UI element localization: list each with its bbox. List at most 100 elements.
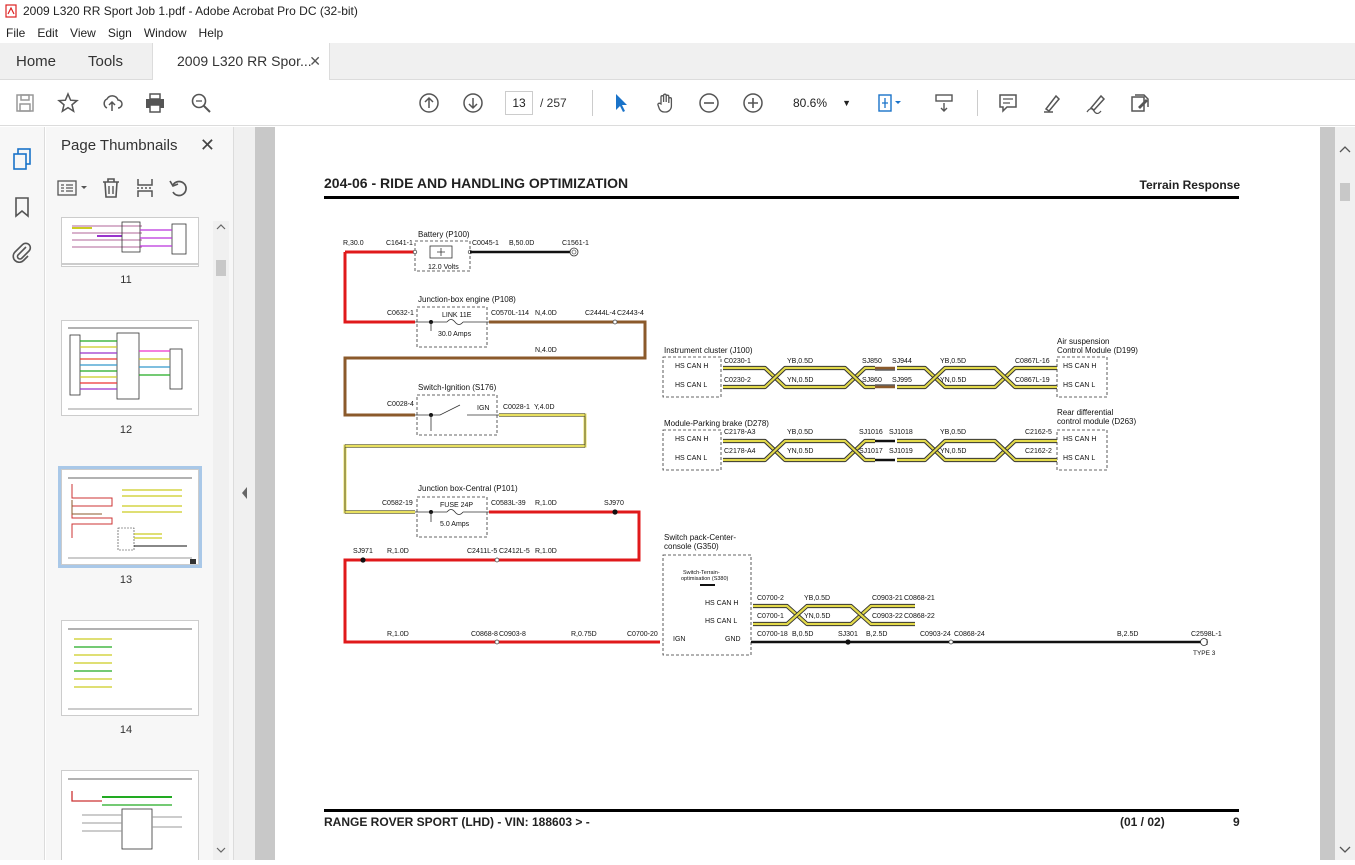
parking-brake-label: Module-Parking brake (D278) bbox=[664, 419, 769, 428]
splice-label: SJ1017 bbox=[859, 448, 883, 455]
splice-label: SJ301 bbox=[838, 631, 858, 638]
splice-label: SJ995 bbox=[892, 377, 912, 384]
can-high-label: HS CAN H bbox=[705, 600, 738, 607]
page-thumbnails-icon[interactable] bbox=[10, 147, 34, 171]
switch-pack-label-2: console (G350) bbox=[664, 542, 719, 551]
trash-icon[interactable] bbox=[94, 176, 128, 200]
menu-edit[interactable]: Edit bbox=[37, 25, 59, 40]
wire-label: R,1.0D bbox=[535, 500, 557, 507]
document-scrollbar[interactable] bbox=[1335, 127, 1355, 860]
connector-label: C0045-1 bbox=[472, 240, 499, 247]
menu-file[interactable]: File bbox=[6, 25, 26, 40]
connector-label: C2411L-5 bbox=[467, 548, 497, 555]
thumbnail-page-14[interactable] bbox=[61, 620, 199, 716]
jbe-fuse: LINK 11E bbox=[442, 312, 472, 319]
thumbnail-page-15[interactable] bbox=[61, 770, 199, 860]
can-low-label: HS CAN L bbox=[1063, 382, 1095, 389]
rear-diff-label-2: control module (D263) bbox=[1057, 417, 1136, 426]
connector-label: C0903-8 bbox=[499, 631, 526, 638]
thumbnail-scrollbar[interactable] bbox=[213, 221, 229, 860]
jbe-amps: 30.0 Amps bbox=[438, 331, 472, 338]
zoom-select[interactable]: 80.6% ▼ bbox=[785, 91, 857, 115]
connector-label: C0700-18 bbox=[757, 631, 788, 638]
comment-icon[interactable] bbox=[995, 90, 1021, 116]
connector-label: C2162-5 bbox=[1025, 429, 1052, 436]
connector-label: C0700-1 bbox=[757, 613, 784, 620]
connector-label: C2178-A3 bbox=[724, 429, 756, 436]
close-icon[interactable]: ✕ bbox=[309, 53, 321, 69]
connector-label: C0583L-39 bbox=[491, 500, 526, 507]
jbe-label: Junction-box engine (P108) bbox=[418, 295, 516, 304]
wire-label: YN,0.5D bbox=[787, 377, 813, 384]
hand-tool-icon[interactable] bbox=[653, 90, 679, 116]
zoom-in-icon[interactable] bbox=[740, 90, 766, 116]
edit-pdf-icon[interactable] bbox=[1127, 90, 1153, 116]
tab-home[interactable]: Home bbox=[16, 53, 57, 70]
terrain-switch-label: Switch-Terrain- bbox=[683, 570, 720, 576]
page-footer-number: 9 bbox=[1233, 815, 1240, 829]
attachment-icon[interactable] bbox=[10, 240, 34, 264]
can-high-label: HS CAN H bbox=[1063, 363, 1096, 370]
splice-label: SJ850 bbox=[862, 358, 882, 365]
title-bar: 2009 L320 RR Sport Job 1.pdf - Adobe Acr… bbox=[0, 0, 1355, 22]
zoom-search-icon[interactable] bbox=[188, 90, 214, 116]
can-low-label: HS CAN L bbox=[705, 618, 737, 625]
bookmark-icon[interactable] bbox=[10, 195, 34, 219]
wire-label: N,4.0D bbox=[535, 310, 557, 317]
extract-pages-icon[interactable] bbox=[128, 176, 162, 200]
can-low-label: HS CAN L bbox=[675, 382, 707, 389]
terrain-switch-label-2: optimisation (S380) bbox=[681, 576, 729, 582]
connector-label: C0700-2 bbox=[757, 595, 784, 602]
page-number-input[interactable]: 13 bbox=[505, 91, 533, 115]
star-icon[interactable] bbox=[55, 90, 81, 116]
highlight-pen-icon[interactable] bbox=[1039, 90, 1065, 116]
connector-label: C0903-24 bbox=[920, 631, 951, 638]
connector-label: C2178-A4 bbox=[724, 448, 756, 455]
menu-window[interactable]: Window bbox=[143, 25, 187, 40]
panel-collapse-toggle[interactable] bbox=[234, 127, 255, 860]
connector-label: C2443-4 bbox=[617, 310, 644, 317]
thumbnails-panel: Page Thumbnails ✕ 11 bbox=[46, 127, 234, 860]
connector-label: C0632-1 bbox=[387, 310, 414, 317]
document-viewer[interactable]: 204-06 - RIDE AND HANDLING OPTIMIZATION … bbox=[255, 127, 1335, 860]
thumbnail-page-12[interactable] bbox=[61, 320, 199, 416]
fit-page-icon[interactable] bbox=[876, 90, 902, 116]
thumbnail-page-11[interactable] bbox=[61, 217, 199, 267]
next-page-icon[interactable] bbox=[460, 90, 486, 116]
wire-label: R,1.0D bbox=[387, 631, 409, 638]
wire-label: B,50.0D bbox=[509, 240, 534, 247]
connector-label: C0582-19 bbox=[382, 500, 413, 507]
wire-label: R,1.0D bbox=[387, 548, 409, 555]
zoom-value: 80.6% bbox=[793, 96, 828, 110]
print-icon[interactable] bbox=[142, 90, 168, 116]
panel-title: Page Thumbnails bbox=[61, 137, 178, 154]
menu-sign[interactable]: Sign bbox=[107, 25, 132, 40]
page-footer-vehicle: RANGE ROVER SPORT (LHD) - VIN: 188603 > … bbox=[324, 815, 590, 829]
previous-page-icon[interactable] bbox=[416, 90, 442, 116]
thumbnail-label: 12 bbox=[119, 424, 133, 436]
connector-label: C0868-22 bbox=[904, 613, 935, 620]
scroll-mode-icon[interactable] bbox=[931, 90, 957, 116]
connector-label: C0570L-114 bbox=[491, 310, 529, 317]
menu-view[interactable]: View bbox=[70, 25, 96, 40]
tab-tools[interactable]: Tools bbox=[88, 53, 124, 70]
instrument-cluster-label: Instrument cluster (J100) bbox=[664, 346, 753, 355]
upload-icon[interactable] bbox=[99, 90, 125, 116]
sign-icon[interactable] bbox=[1083, 90, 1109, 116]
wire-label: YB,0.5D bbox=[787, 429, 813, 436]
connector-label: C1561-1 bbox=[562, 240, 589, 247]
select-cursor-icon[interactable] bbox=[608, 90, 634, 116]
wire-label: YB,0.5D bbox=[940, 429, 966, 436]
zoom-out-icon[interactable] bbox=[696, 90, 722, 116]
rotate-icon[interactable] bbox=[162, 176, 196, 200]
close-icon[interactable]: ✕ bbox=[199, 135, 215, 155]
menu-help[interactable]: Help bbox=[198, 25, 224, 40]
thumbnail-page-13[interactable] bbox=[58, 466, 202, 568]
menu-bar: File Edit View Sign Window Help bbox=[0, 22, 1355, 43]
tab-document[interactable]: 2009 L320 RR Spor... ✕ bbox=[152, 43, 330, 81]
options-menu-icon[interactable] bbox=[56, 176, 94, 200]
splice-label: SJ971 bbox=[353, 548, 373, 555]
acrobat-icon bbox=[4, 4, 18, 18]
save-icon[interactable] bbox=[12, 90, 38, 116]
can-low-label: HS CAN L bbox=[1063, 455, 1095, 462]
